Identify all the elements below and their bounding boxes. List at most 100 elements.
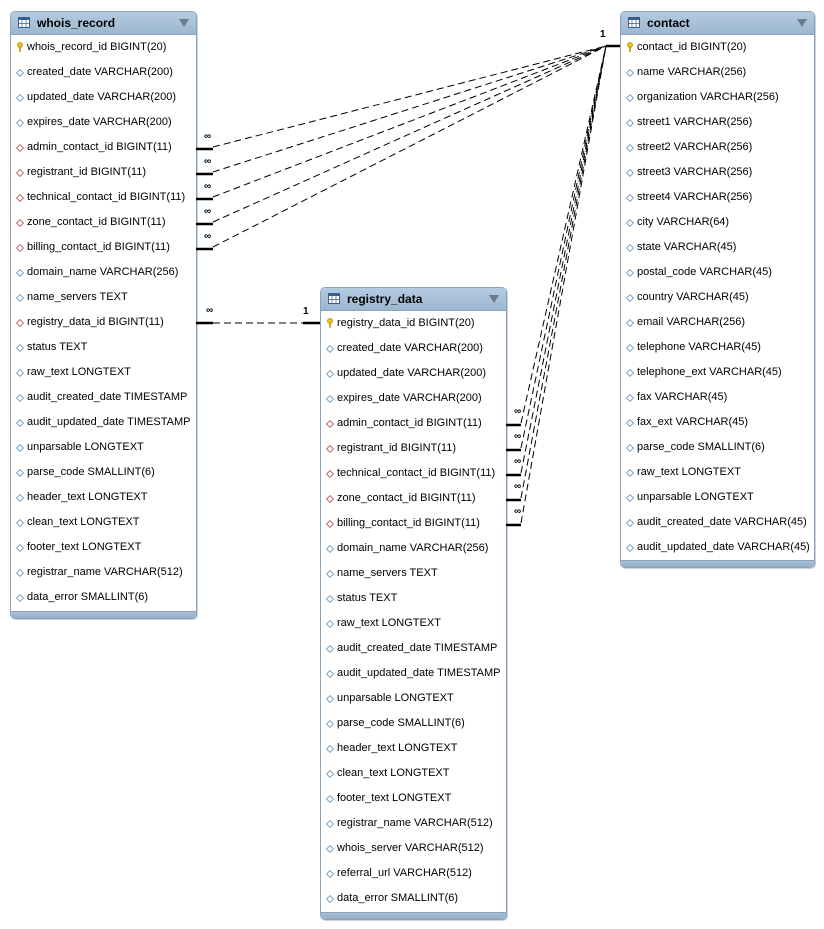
column-row[interactable]: street3 VARCHAR(256) — [621, 163, 814, 188]
column-row[interactable]: header_text LONGTEXT — [11, 488, 196, 513]
column-diamond-icon — [16, 69, 24, 77]
column-row[interactable]: country VARCHAR(45) — [621, 288, 814, 313]
column-row[interactable]: expires_date VARCHAR(200) — [11, 113, 196, 138]
column-row[interactable]: unparsable LONGTEXT — [321, 689, 506, 714]
column-row[interactable]: audit_updated_date TIMESTAMP — [11, 413, 196, 438]
column-row[interactable]: name_servers TEXT — [321, 564, 506, 589]
table-header[interactable]: contact — [621, 12, 814, 35]
column-row[interactable]: postal_code VARCHAR(45) — [621, 263, 814, 288]
column-row[interactable]: whois_record_id BIGINT(20) — [11, 38, 196, 63]
foreign-key-diamond-icon — [326, 495, 334, 503]
column-row[interactable]: referral_url VARCHAR(512) — [321, 864, 506, 889]
column-row[interactable]: contact_id BIGINT(20) — [621, 38, 814, 63]
column-row[interactable]: audit_created_date TIMESTAMP — [11, 388, 196, 413]
column-row[interactable]: status TEXT — [321, 589, 506, 614]
column-row[interactable]: header_text LONGTEXT — [321, 739, 506, 764]
column-row[interactable]: whois_server VARCHAR(512) — [321, 839, 506, 864]
column-row[interactable]: domain_name VARCHAR(256) — [321, 539, 506, 564]
column-label: domain_name VARCHAR(256) — [337, 542, 489, 554]
relationship-line — [520, 45, 607, 499]
column-row[interactable]: unparsable LONGTEXT — [11, 438, 196, 463]
column-row[interactable]: data_error SMALLINT(6) — [321, 889, 506, 914]
column-row[interactable]: registry_data_id BIGINT(11) — [11, 313, 196, 338]
column-diamond-icon — [16, 369, 24, 377]
column-row[interactable]: state VARCHAR(45) — [621, 238, 814, 263]
column-label: state VARCHAR(45) — [637, 241, 737, 253]
relationship-line — [520, 45, 607, 524]
column-row[interactable]: city VARCHAR(64) — [621, 213, 814, 238]
column-row[interactable]: audit_created_date TIMESTAMP — [321, 639, 506, 664]
column-row[interactable]: parse_code SMALLINT(6) — [321, 714, 506, 739]
chevron-down-icon[interactable] — [489, 295, 499, 303]
foreign-key-diamond-icon — [16, 219, 24, 227]
column-row[interactable]: telephone VARCHAR(45) — [621, 338, 814, 363]
key-icon — [627, 42, 633, 52]
whois-record-table[interactable]: whois_record whois_record_id BIGINT(20)c… — [10, 11, 197, 619]
column-diamond-icon — [326, 845, 334, 853]
foreign-key-diamond-icon — [326, 445, 334, 453]
column-row[interactable]: updated_date VARCHAR(200) — [321, 364, 506, 389]
column-row[interactable]: audit_updated_date VARCHAR(45) — [621, 538, 814, 563]
column-diamond-icon — [626, 319, 634, 327]
column-row[interactable]: organization VARCHAR(256) — [621, 88, 814, 113]
column-row[interactable]: registrant_id BIGINT(11) — [321, 439, 506, 464]
column-label: country VARCHAR(45) — [637, 291, 749, 303]
column-label: referral_url VARCHAR(512) — [337, 867, 472, 879]
column-row[interactable]: created_date VARCHAR(200) — [11, 63, 196, 88]
column-row[interactable]: footer_text LONGTEXT — [11, 538, 196, 563]
column-label: audit_created_date TIMESTAMP — [337, 642, 498, 654]
column-label: fax_ext VARCHAR(45) — [637, 416, 749, 428]
column-row[interactable]: footer_text LONGTEXT — [321, 789, 506, 814]
column-row[interactable]: street2 VARCHAR(256) — [621, 138, 814, 163]
column-row[interactable]: registry_data_id BIGINT(20) — [321, 314, 506, 339]
table-header[interactable]: registry_data — [321, 288, 506, 311]
column-row[interactable]: billing_contact_id BIGINT(11) — [321, 514, 506, 539]
contact-table[interactable]: contact contact_id BIGINT(20)name VARCHA… — [620, 11, 815, 568]
column-row[interactable]: unparsable LONGTEXT — [621, 488, 814, 513]
foreign-key-diamond-icon — [16, 194, 24, 202]
column-diamond-icon — [626, 469, 634, 477]
column-row[interactable]: name_servers TEXT — [11, 288, 196, 313]
column-row[interactable]: expires_date VARCHAR(200) — [321, 389, 506, 414]
column-row[interactable]: raw_text LONGTEXT — [621, 463, 814, 488]
column-label: footer_text LONGTEXT — [337, 792, 452, 804]
column-diamond-icon — [626, 494, 634, 502]
column-row[interactable]: fax_ext VARCHAR(45) — [621, 413, 814, 438]
column-row[interactable]: raw_text LONGTEXT — [321, 614, 506, 639]
column-row[interactable]: zone_contact_id BIGINT(11) — [11, 213, 196, 238]
column-label: technical_contact_id BIGINT(11) — [27, 191, 186, 203]
column-row[interactable]: raw_text LONGTEXT — [11, 363, 196, 388]
column-row[interactable]: street4 VARCHAR(256) — [621, 188, 814, 213]
column-row[interactable]: clean_text LONGTEXT — [11, 513, 196, 538]
chevron-down-icon[interactable] — [179, 19, 189, 27]
column-row[interactable]: data_error SMALLINT(6) — [11, 588, 196, 613]
column-row[interactable]: telephone_ext VARCHAR(45) — [621, 363, 814, 388]
column-row[interactable]: billing_contact_id BIGINT(11) — [11, 238, 196, 263]
column-row[interactable]: parse_code SMALLINT(6) — [621, 438, 814, 463]
column-row[interactable]: clean_text LONGTEXT — [321, 764, 506, 789]
column-row[interactable]: registrar_name VARCHAR(512) — [321, 814, 506, 839]
column-row[interactable]: fax VARCHAR(45) — [621, 388, 814, 413]
column-row[interactable]: name VARCHAR(256) — [621, 63, 814, 88]
column-row[interactable]: status TEXT — [11, 338, 196, 363]
column-row[interactable]: registrant_id BIGINT(11) — [11, 163, 196, 188]
column-row[interactable]: updated_date VARCHAR(200) — [11, 88, 196, 113]
column-row[interactable]: parse_code SMALLINT(6) — [11, 463, 196, 488]
column-row[interactable]: technical_contact_id BIGINT(11) — [11, 188, 196, 213]
relationship-line — [212, 45, 607, 198]
column-row[interactable]: registrar_name VARCHAR(512) — [11, 563, 196, 588]
column-row[interactable]: admin_contact_id BIGINT(11) — [321, 414, 506, 439]
column-row[interactable]: audit_updated_date TIMESTAMP — [321, 664, 506, 689]
table-header[interactable]: whois_record — [11, 12, 196, 35]
column-row[interactable]: created_date VARCHAR(200) — [321, 339, 506, 364]
column-row[interactable]: admin_contact_id BIGINT(11) — [11, 138, 196, 163]
chevron-down-icon[interactable] — [797, 19, 807, 27]
column-row[interactable]: email VARCHAR(256) — [621, 313, 814, 338]
column-row[interactable]: technical_contact_id BIGINT(11) — [321, 464, 506, 489]
registry-data-table[interactable]: registry_data registry_data_id BIGINT(20… — [320, 287, 507, 920]
column-label: admin_contact_id BIGINT(11) — [27, 141, 172, 153]
column-row[interactable]: audit_created_date VARCHAR(45) — [621, 513, 814, 538]
column-row[interactable]: street1 VARCHAR(256) — [621, 113, 814, 138]
column-row[interactable]: zone_contact_id BIGINT(11) — [321, 489, 506, 514]
column-row[interactable]: domain_name VARCHAR(256) — [11, 263, 196, 288]
